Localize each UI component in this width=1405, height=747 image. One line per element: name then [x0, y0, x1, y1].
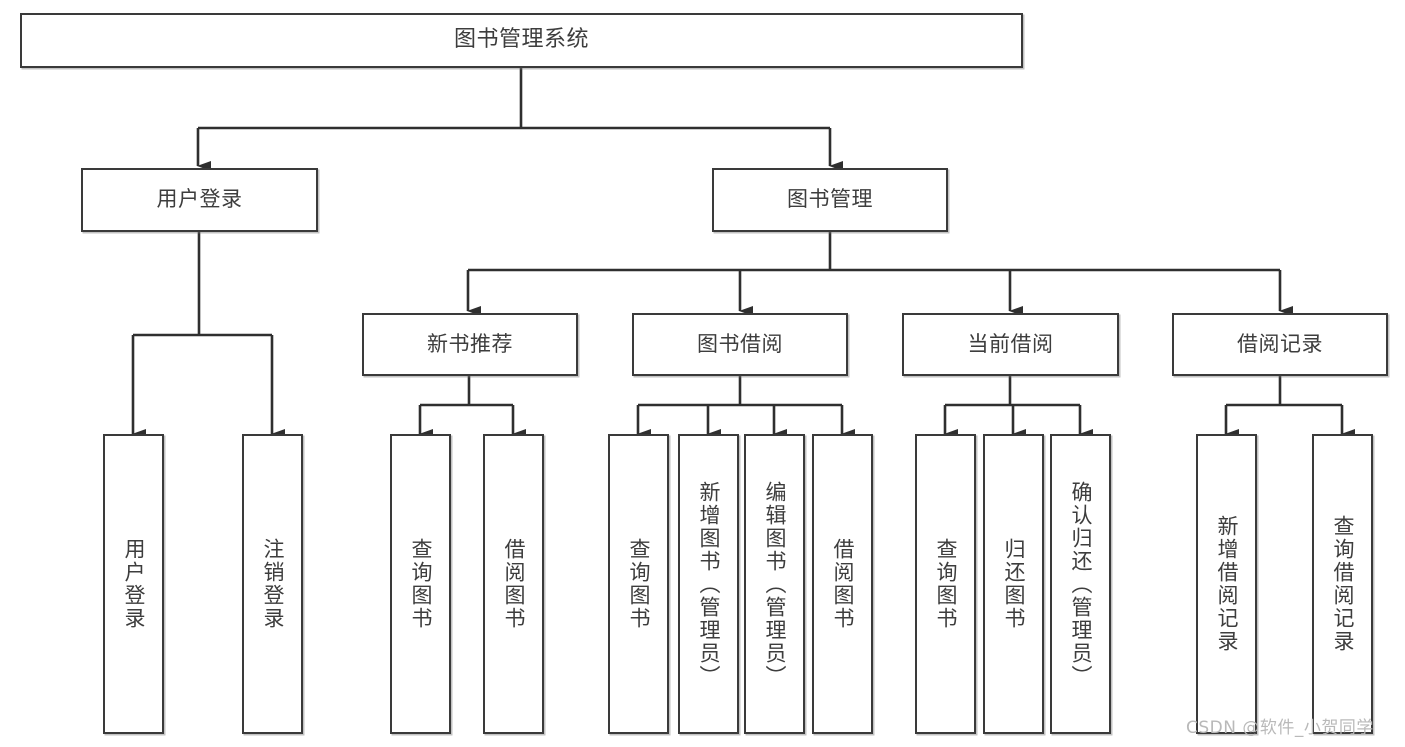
node-label: 查询图书 — [934, 538, 958, 630]
leaf-edit-book-admin[interactable]: 编辑图书（管理员） — [744, 434, 805, 734]
csdn-watermark: CSDN @软件_小贺同学 — [1186, 718, 1374, 738]
node-label: 借阅记录 — [1237, 331, 1323, 356]
node-borrow-records[interactable]: 借阅记录 — [1172, 313, 1388, 376]
leaf-borrow-books-recommendation[interactable]: 借阅图书 — [483, 434, 544, 734]
node-root-book-management-system[interactable]: 图书管理系统 — [20, 13, 1023, 68]
node-label: 新增借阅记录 — [1215, 515, 1239, 653]
leaf-query-borrow-record[interactable]: 查询借阅记录 — [1312, 434, 1373, 734]
node-label: 图书管理系统 — [453, 27, 589, 53]
node-label: 新书推荐 — [427, 331, 513, 356]
node-label: 编辑图书（管理员） — [763, 480, 787, 688]
node-label: 用户登录 — [156, 187, 243, 212]
node-label: 查询图书 — [409, 538, 433, 630]
node-label: 归还图书 — [1002, 538, 1026, 630]
leaf-logout[interactable]: 注销登录 — [242, 434, 303, 734]
node-label: 用户登录 — [122, 538, 146, 630]
leaf-query-books-current[interactable]: 查询图书 — [915, 434, 976, 734]
node-new-book-recommendation[interactable]: 新书推荐 — [362, 313, 578, 376]
leaf-user-login[interactable]: 用户登录 — [103, 434, 164, 734]
node-user-login[interactable]: 用户登录 — [81, 168, 318, 232]
node-label: 查询图书 — [627, 538, 651, 630]
leaf-confirm-return-admin[interactable]: 确认归还（管理员） — [1050, 434, 1111, 734]
node-label: 图书借阅 — [697, 331, 783, 356]
leaf-add-book-admin[interactable]: 新增图书（管理员） — [678, 434, 739, 734]
node-label: 当前借阅 — [967, 331, 1054, 356]
leaf-query-books-borrowing[interactable]: 查询图书 — [608, 434, 669, 734]
node-label: 查询借阅记录 — [1331, 515, 1355, 653]
leaf-add-borrow-record[interactable]: 新增借阅记录 — [1196, 434, 1257, 734]
node-label: 确认归还（管理员） — [1069, 480, 1093, 688]
node-label: 图书管理 — [787, 187, 873, 212]
node-label: 借阅图书 — [502, 538, 526, 630]
node-book-management[interactable]: 图书管理 — [712, 168, 948, 232]
node-book-borrowing[interactable]: 图书借阅 — [632, 313, 848, 376]
node-label: 注销登录 — [261, 538, 285, 630]
leaf-query-books-recommendation[interactable]: 查询图书 — [390, 434, 451, 734]
node-label: 新增图书（管理员） — [697, 480, 721, 688]
node-current-borrowing[interactable]: 当前借阅 — [902, 313, 1119, 376]
leaf-return-books[interactable]: 归还图书 — [983, 434, 1044, 734]
node-label: 借阅图书 — [831, 538, 855, 630]
leaf-borrow-books[interactable]: 借阅图书 — [812, 434, 873, 734]
